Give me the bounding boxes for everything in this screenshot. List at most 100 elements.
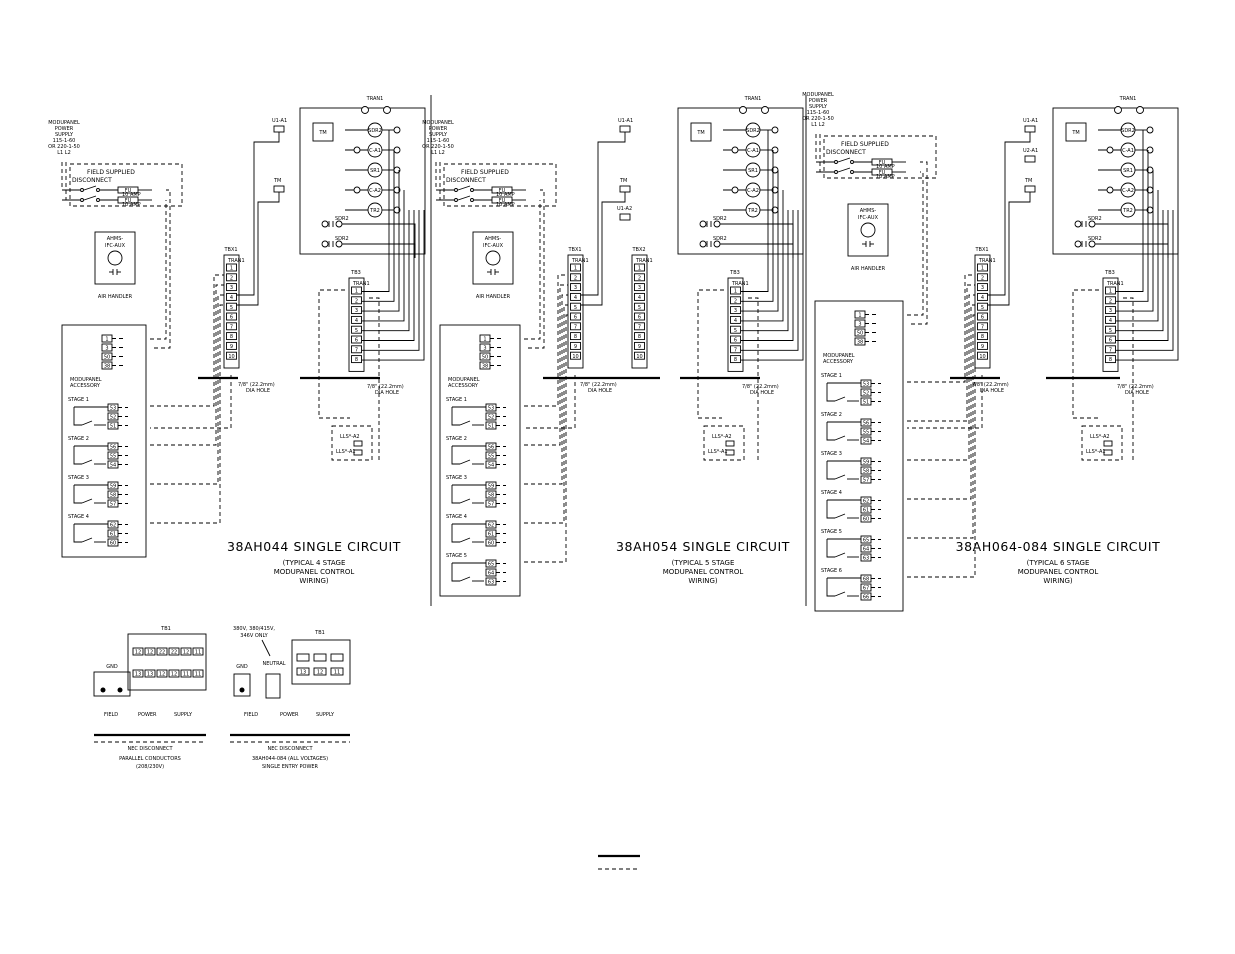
disconnect-label: DISCONNECT <box>72 177 112 184</box>
wire <box>81 420 93 426</box>
wire <box>741 210 804 361</box>
tb1-strip-terminal <box>226 302 237 311</box>
terminal-icon <box>321 240 329 248</box>
gnd-label: GND <box>106 664 118 670</box>
ahms-label: AHMS- <box>107 236 124 242</box>
lls-box-icon <box>353 449 363 456</box>
fuse-label: FU <box>499 198 506 204</box>
terminal-number: 56 <box>488 445 494 451</box>
voltage-note: 346V ONLY <box>240 633 268 639</box>
tb1-strip-terminal <box>977 341 988 350</box>
tb2-strip-terminal <box>634 322 645 331</box>
wire <box>362 210 420 351</box>
terminal-number: 4 <box>734 318 737 324</box>
stage-label: STAGE 3 <box>821 451 842 457</box>
terminal-number: 62 <box>863 499 869 505</box>
ahms-label: IFC-AUX <box>858 215 879 221</box>
terminal <box>313 667 327 676</box>
terminal-number: 67 <box>863 586 869 592</box>
wire <box>1116 150 1149 302</box>
terminal-number: 3 <box>105 346 108 352</box>
tm-ref-box <box>273 185 285 193</box>
terminal-icon <box>771 126 779 134</box>
gnd-box <box>93 671 131 697</box>
wire <box>834 513 846 519</box>
terminal-number: 9 <box>230 344 233 350</box>
caption: 38AH044-084 (ALL VOLTAGES) <box>252 756 328 762</box>
terminal-icon <box>1146 146 1154 154</box>
wire <box>524 274 568 407</box>
terminal-number: 53 <box>488 406 494 412</box>
tb1-strip-terminal <box>977 263 988 272</box>
wire <box>81 537 93 543</box>
terminal-number: 9 <box>574 344 577 350</box>
terminal-number: 1 <box>638 266 641 272</box>
terminal-number: 13 <box>135 672 141 678</box>
terminal <box>330 653 344 662</box>
tb3-strip-terminal <box>351 315 362 324</box>
terminal-number: 60 <box>488 541 494 547</box>
terminal-number: 65 <box>863 538 869 544</box>
terminal-number: 3 <box>981 285 984 291</box>
lls-box-icon <box>725 440 735 447</box>
tb3-strip-terminal <box>1105 345 1116 354</box>
lls-label: LLS*-A1 <box>336 449 356 455</box>
tb3-strip-terminal <box>1105 325 1116 334</box>
wire <box>362 210 425 361</box>
terminal-number: 4 <box>574 295 577 301</box>
terminal-number: 62 <box>110 523 116 529</box>
stage-label: STAGE 5 <box>446 553 467 559</box>
plus-marks: TRAN1 <box>635 258 653 264</box>
terminal-number: 2 <box>638 275 641 281</box>
accessory-label: MODUPANEL <box>448 377 480 383</box>
wire <box>907 284 975 422</box>
wire <box>459 420 471 426</box>
power-supply-label: SUPPLY <box>809 104 828 110</box>
tm-ref-box <box>1024 185 1036 193</box>
panel-subtitle: (TYPICAL 6 STAGE <box>1027 559 1090 567</box>
terminal-number: 58 <box>488 493 494 499</box>
terminal-number: 57 <box>488 502 494 508</box>
terminal-icon <box>713 220 721 228</box>
tb1-label: TB1 <box>314 630 325 636</box>
wire <box>524 304 568 524</box>
terminal-number: 52 <box>488 415 494 421</box>
disconnect-box <box>823 135 937 179</box>
terminal-number: 55 <box>863 430 869 436</box>
terminal-number: 52 <box>110 415 116 421</box>
wire <box>150 294 224 485</box>
sdr-label: SDR2 <box>335 236 349 242</box>
wire <box>1116 190 1159 322</box>
plus-marks: TRAN1 <box>571 258 589 264</box>
tb2-strip-terminal <box>634 312 645 321</box>
terminal-icon <box>699 220 707 228</box>
terminal-icon <box>353 186 361 194</box>
tb2-strip-terminal <box>634 341 645 350</box>
tm-box <box>1065 122 1087 142</box>
wire <box>73 485 82 504</box>
wire <box>459 576 471 582</box>
power-supply-label: POWER <box>809 98 828 104</box>
tb1-strip-label: TBX1 <box>567 247 581 253</box>
relay-label: C-A1 <box>369 148 381 154</box>
terminal-number: 1 <box>1109 289 1112 295</box>
tb1-box <box>291 639 351 685</box>
tb3-strip-label: TB3 <box>350 270 361 276</box>
terminal-number: 10 <box>636 354 642 360</box>
wire <box>741 210 794 341</box>
wire <box>451 485 460 504</box>
wire <box>1116 210 1169 341</box>
wire <box>826 383 835 402</box>
stage-label: STAGE 1 <box>68 397 89 403</box>
disconnect-box <box>443 163 557 207</box>
switch-contact-icon <box>834 160 838 164</box>
wire <box>826 578 835 597</box>
terminal <box>296 667 310 676</box>
terminal-icon <box>335 220 343 228</box>
power-label: POWER <box>280 712 299 718</box>
terminal-number: 8 <box>574 334 577 340</box>
panel-subtitle: MODUPANEL CONTROL <box>274 568 355 576</box>
wire <box>451 524 460 543</box>
wire <box>528 189 545 349</box>
